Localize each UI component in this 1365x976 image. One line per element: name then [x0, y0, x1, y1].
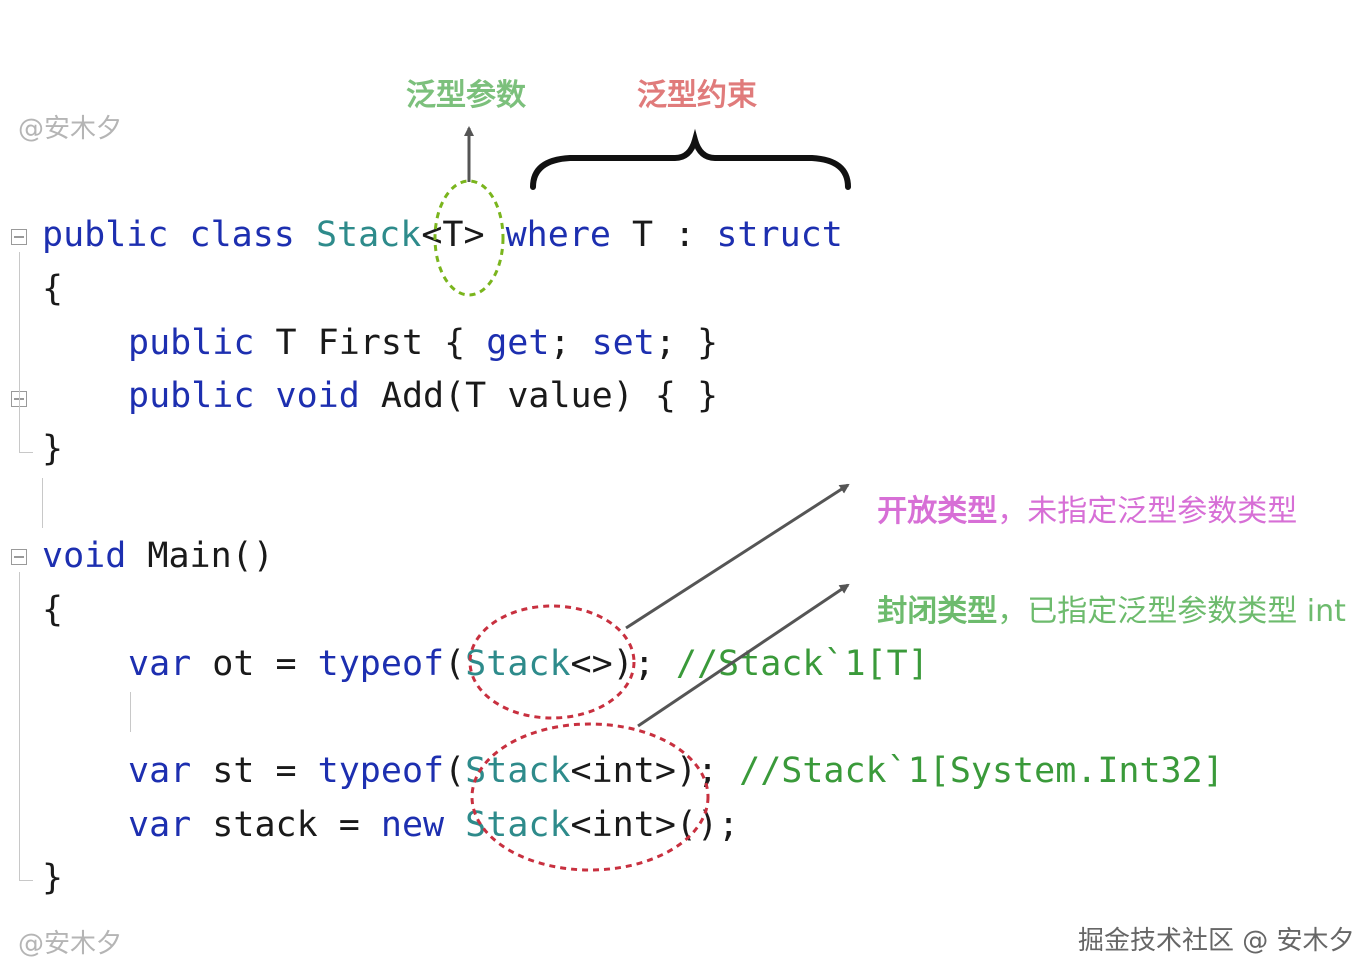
label-generic-param: 泛型参数: [406, 78, 526, 113]
guide-main-end: [19, 880, 33, 881]
guide-class: [19, 252, 20, 452]
keyword-var: var: [128, 644, 192, 684]
label-closed-type-rest: ，已指定泛型参数类型 int: [997, 594, 1346, 629]
code-line-st: var st = typeof(Stack<int>); //Stack`1[S…: [128, 751, 1224, 791]
keyword-public: public: [42, 215, 169, 255]
ellipse-closed-type: [470, 722, 710, 872]
paren: (: [444, 751, 466, 791]
new-generic: <int>();: [570, 805, 740, 845]
method-main: Main(): [147, 536, 274, 576]
keyword-public: public: [128, 376, 255, 416]
code-line-first-property: public T First { get; set; }: [128, 323, 718, 363]
keyword-var: var: [128, 805, 192, 845]
comment-open-type: //Stack`1[T]: [675, 644, 929, 684]
constraint-t: T: [632, 215, 654, 255]
keyword-struct: struct: [716, 215, 843, 255]
label-open-type: 开放类型，未指定泛型参数类型: [858, 467, 1297, 530]
code-line-open-brace-main: {: [42, 590, 63, 630]
curly-brace-constraint: [530, 128, 851, 190]
constraint-colon: :: [674, 215, 696, 255]
keyword-where: where: [505, 215, 611, 255]
open-generic: <>);: [570, 644, 655, 684]
label-open-type-rest: ，未指定泛型参数类型: [997, 494, 1298, 529]
var-ot: ot =: [212, 644, 318, 684]
label-generic-constraint: 泛型约束: [637, 78, 757, 113]
type-stack-new: Stack: [465, 805, 571, 845]
fold-marker-class[interactable]: [11, 229, 27, 245]
keyword-set: set: [591, 323, 655, 363]
semicolon: ;: [549, 323, 592, 363]
keyword-void: void: [42, 536, 127, 576]
fold-marker-main[interactable]: [11, 549, 27, 565]
code-line-close-brace-main: }: [42, 858, 63, 898]
watermark-bottom-right: 掘金技术社区 @ 安木夕: [1078, 926, 1355, 956]
watermark-bottom-left: @安木夕: [18, 929, 123, 959]
brace: {: [42, 590, 64, 630]
code-line-open-brace-class: {: [42, 269, 63, 309]
keyword-typeof: typeof: [317, 644, 445, 684]
keyword-get: get: [486, 323, 550, 363]
semicolon-close: ; }: [654, 323, 719, 363]
ellipse-open-type: [468, 604, 636, 720]
ellipse-generic-param: [433, 179, 505, 297]
brace: {: [42, 269, 64, 309]
keyword-var: var: [128, 751, 192, 791]
code-line-class-decl: public class Stack<T> where T : struct: [42, 215, 843, 255]
keyword-typeof: typeof: [317, 751, 445, 791]
keyword-class: class: [189, 215, 295, 255]
method-add: Add(T value) { }: [380, 376, 719, 416]
guide-main: [19, 572, 20, 880]
guide-indent: [130, 692, 131, 732]
var-stack: stack =: [212, 805, 381, 845]
brace: }: [42, 858, 64, 898]
type-stack: Stack: [315, 215, 422, 255]
code-line-close-brace-class: }: [42, 429, 63, 469]
property-decl: T First {: [275, 323, 487, 363]
label-closed-type-bold: 封闭类型: [877, 594, 998, 629]
brace: }: [42, 429, 64, 469]
arrow-closed-type: [637, 583, 850, 728]
label-closed-type: 封闭类型，已指定泛型参数类型 int: [858, 567, 1346, 630]
watermark-top-left: @安木夕: [18, 114, 123, 144]
code-line-stack-new: var stack = new Stack<int>();: [128, 805, 739, 845]
code-line-add-method: public void Add(T value) { }: [128, 376, 718, 416]
guide-class-end: [19, 452, 33, 453]
comment-closed-type: //Stack`1[System.Int32]: [739, 751, 1224, 791]
label-open-type-bold: 开放类型: [877, 494, 998, 529]
code-line-ot: var ot = typeof(Stack<>); //Stack`1[T]: [128, 644, 929, 684]
var-st: st =: [212, 751, 318, 791]
arrow-open-type: [625, 483, 850, 630]
keyword-public: public: [128, 323, 255, 363]
keyword-new: new: [380, 805, 445, 845]
code-line-main-decl: void Main(): [42, 536, 274, 576]
generic-param-t: <T>: [421, 215, 485, 255]
guide-gap: [42, 478, 43, 528]
closed-generic: <int>);: [570, 751, 719, 791]
keyword-void: void: [275, 376, 360, 416]
type-stack-open: Stack: [465, 644, 571, 684]
type-stack-closed: Stack: [465, 751, 571, 791]
paren: (: [444, 644, 466, 684]
